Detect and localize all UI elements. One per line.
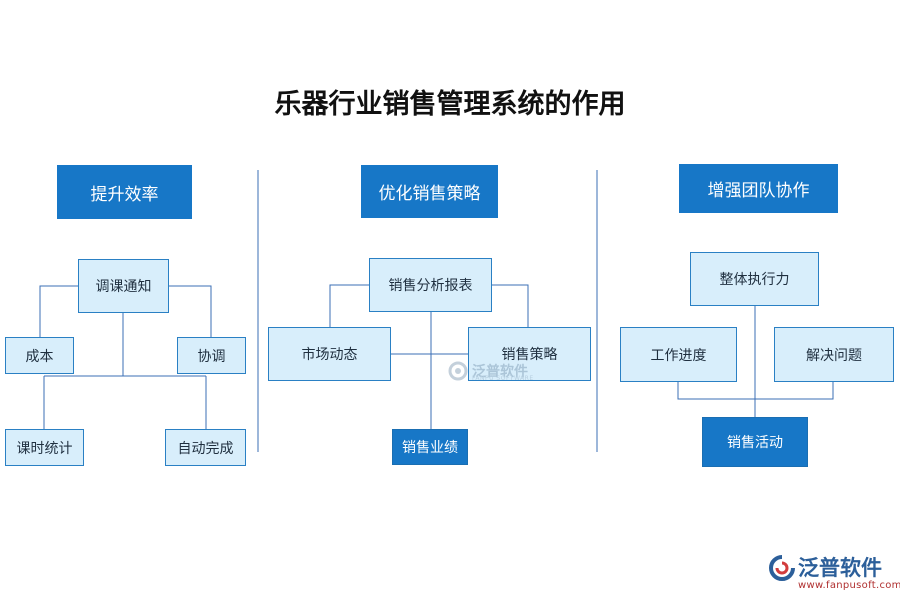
node-cost: 成本 bbox=[5, 337, 74, 374]
node-work-progress: 工作进度 bbox=[620, 327, 737, 382]
node-execution: 整体执行力 bbox=[690, 252, 819, 306]
watermark-name: 泛普软件 bbox=[472, 364, 528, 380]
node-class-notice: 调课通知 bbox=[78, 259, 169, 313]
brand-url: www.fanpusoft.com bbox=[798, 580, 900, 591]
connector-c2-left bbox=[329, 284, 370, 327]
heading-improve-efficiency: 提升效率 bbox=[57, 165, 192, 219]
node-solve-problems: 解决问题 bbox=[774, 327, 894, 382]
watermark: 泛普软件 FANPU SOFTWARE bbox=[448, 356, 558, 386]
heading-team-collaboration: 增强团队协作 bbox=[679, 164, 838, 213]
brand-name: 泛普软件 bbox=[798, 556, 882, 580]
brand-logo-icon bbox=[769, 555, 795, 581]
heading-optimize-strategy: 优化销售策略 bbox=[361, 165, 498, 218]
connector-c2-right bbox=[492, 284, 529, 327]
watermark-logo-icon bbox=[448, 361, 468, 381]
node-sales-report: 销售分析报表 bbox=[369, 258, 492, 312]
node-coordinate: 协调 bbox=[177, 337, 246, 374]
watermark-sub: FANPU SOFTWARE bbox=[472, 375, 534, 382]
node-sales-performance: 销售业绩 bbox=[392, 429, 468, 465]
node-sales-activities: 销售活动 bbox=[702, 417, 808, 467]
node-market-trends: 市场动态 bbox=[268, 327, 391, 381]
node-hour-stats: 课时统计 bbox=[5, 429, 84, 466]
node-sales-strategy: 销售策略 bbox=[468, 327, 591, 381]
connector-c1-left bbox=[39, 285, 79, 338]
node-auto-complete: 自动完成 bbox=[165, 429, 246, 466]
connector-c3-left bbox=[677, 382, 834, 400]
brand-logo: 泛普软件 www.fanpusoft.com bbox=[768, 552, 900, 596]
connector-c1-right bbox=[168, 285, 212, 338]
page-title: 乐器行业销售管理系统的作用 bbox=[274, 89, 626, 120]
